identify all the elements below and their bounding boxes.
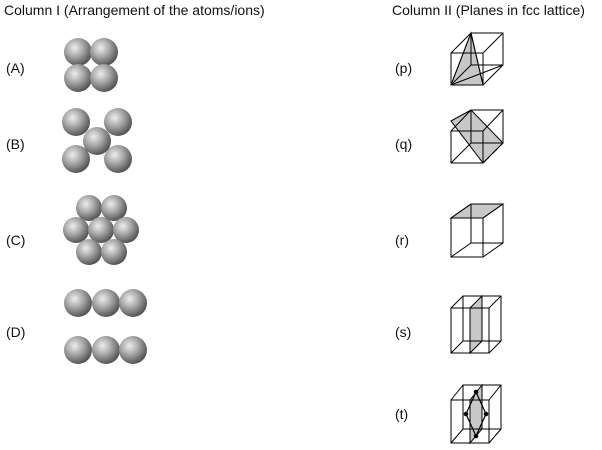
item-r-label: (r) (395, 232, 409, 248)
atom (92, 289, 120, 317)
item-t-label: (t) (395, 406, 409, 422)
atom (64, 289, 92, 317)
cube-back-face (470, 32, 504, 66)
atom (62, 145, 90, 173)
item-b-label: (B) (6, 136, 25, 152)
item-q-label: (q) (395, 136, 413, 152)
atom (90, 64, 118, 92)
atom (119, 289, 147, 317)
atom (88, 217, 114, 243)
atom (101, 195, 127, 221)
atom (104, 108, 132, 136)
item-s-label: (s) (395, 324, 412, 340)
atom (64, 64, 92, 92)
atom (83, 127, 111, 155)
cube-front-face (450, 52, 484, 86)
atom (64, 38, 92, 66)
atom (101, 239, 127, 265)
item-a-label: (A) (6, 60, 25, 76)
atom (62, 108, 90, 136)
atom (92, 336, 120, 364)
atom (119, 336, 147, 364)
cube-front-face (450, 217, 484, 258)
item-d-label: (D) (6, 324, 26, 340)
atom (104, 145, 132, 173)
item-c-label: (C) (6, 232, 26, 248)
column2-header: Column II (Planes in fcc lattice) (392, 2, 585, 18)
cube-back-face (470, 203, 504, 244)
cube-front-face (450, 130, 484, 164)
atom (63, 217, 89, 243)
atom (76, 239, 102, 265)
atom (113, 217, 139, 243)
atom (64, 336, 92, 364)
atom (90, 38, 118, 66)
column1-header: Column I (Arrangement of the atoms/ions) (4, 2, 265, 18)
cube-back-face (470, 109, 504, 144)
item-p-label: (p) (395, 60, 413, 76)
atom (76, 195, 102, 221)
